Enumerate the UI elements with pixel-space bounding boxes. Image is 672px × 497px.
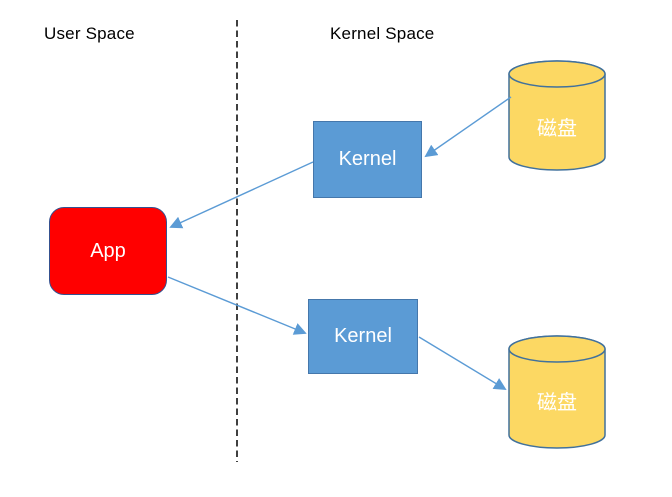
arrow-disk-to-kernel-top — [424, 96, 512, 158]
disk-cylinder-top-rim — [508, 60, 606, 88]
kernel-node-bottom-label: Kernel — [334, 325, 392, 347]
disk-cylinder-top — [508, 60, 606, 171]
kernel-space-label: Kernel Space — [330, 24, 435, 43]
disk-cylinder-bottom — [508, 335, 606, 449]
kernel-node-top: Kernel — [313, 121, 422, 198]
arrow-kernel-bottom-to-disk — [418, 336, 507, 390]
disk-cylinder-bottom-rim — [508, 335, 606, 363]
app-node: App — [49, 207, 167, 295]
user-space-label: User Space — [44, 24, 135, 43]
disk-bottom-label: 磁盘 — [537, 392, 577, 414]
kernel-node-bottom: Kernel — [308, 299, 418, 374]
arrow-kernel-top-to-app — [169, 161, 314, 229]
disk-top-label: 磁盘 — [537, 118, 577, 140]
arrow-app-to-kernel-bottom — [167, 276, 307, 335]
kernel-node-top-label: Kernel — [338, 148, 397, 170]
app-node-label: App — [90, 239, 126, 262]
